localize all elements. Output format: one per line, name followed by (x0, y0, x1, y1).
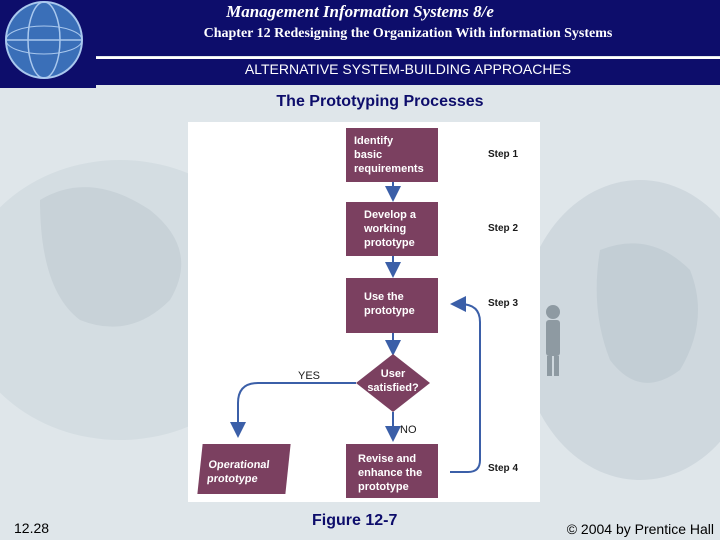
prototyping-flowchart: Identify basic requirements Develop a wo… (188, 122, 540, 502)
box-revise-enhance: Revise and enhance the prototype (346, 444, 438, 498)
yes-label: YES (298, 370, 321, 382)
diagram-title: The Prototyping Processes (276, 93, 484, 110)
arrow-yes-to-operational (230, 382, 356, 438)
slide-number: 12.28 (14, 520, 50, 536)
step-3-label: Step 3 (488, 298, 519, 309)
box-use-prototype: Use the prototype (346, 278, 438, 333)
header-bar (0, 0, 720, 56)
topic-heading: ALTERNATIVE SYSTEM-BUILDING APPROACHES (244, 61, 572, 77)
globe-logo (0, 0, 96, 88)
no-label: NO (400, 424, 417, 436)
step-1-label: Step 1 (488, 149, 519, 160)
box-operational-prototype: Operational prototype (197, 444, 291, 494)
copyright-notice: © 2004 by Prentice Hall (566, 521, 714, 537)
page-title: Management Information Systems 8/e (226, 2, 494, 21)
chapter-subtitle: Chapter 12 Redesigning the Organization … (203, 26, 613, 41)
figure-caption: Figure 12-7 (312, 512, 398, 529)
step-2-label: Step 2 (488, 223, 519, 234)
box-develop-prototype: Develop a working prototype (346, 202, 438, 256)
box-identify-requirements: Identify basic requirements (346, 128, 438, 182)
flowchart-connectors (230, 182, 481, 473)
step-4-label: Step 4 (488, 463, 519, 474)
topic-bar (96, 57, 720, 85)
decision-label: User satisfied? (367, 368, 419, 394)
decision-diamond (356, 354, 430, 412)
arrow-revise-loop-back (450, 296, 481, 473)
